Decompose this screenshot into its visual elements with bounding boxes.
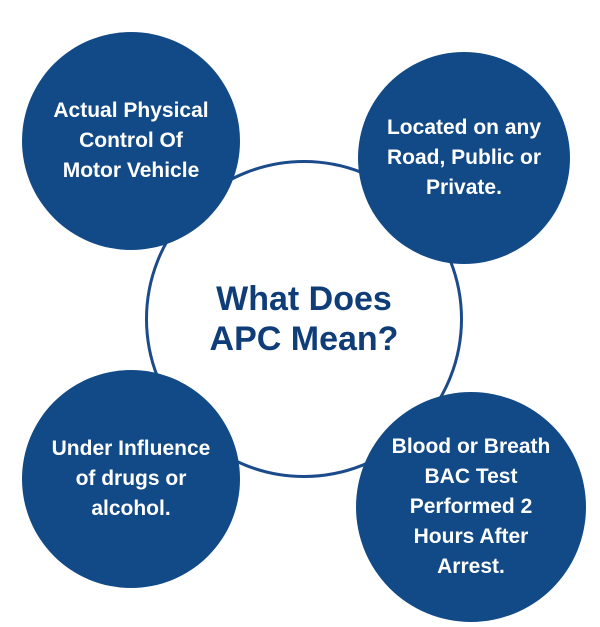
- center-question: What Does APC Mean?: [209, 280, 399, 358]
- node-located-on-road: Located on any Road, Public or Private.: [358, 52, 570, 264]
- node-actual-physical-control: Actual Physical Control Of Motor Vehicle: [22, 32, 240, 250]
- node-bac-test: Blood or Breath BAC Test Performed 2 Hou…: [356, 392, 586, 622]
- node-under-influence: Under Influence of drugs or alcohol.: [22, 370, 240, 588]
